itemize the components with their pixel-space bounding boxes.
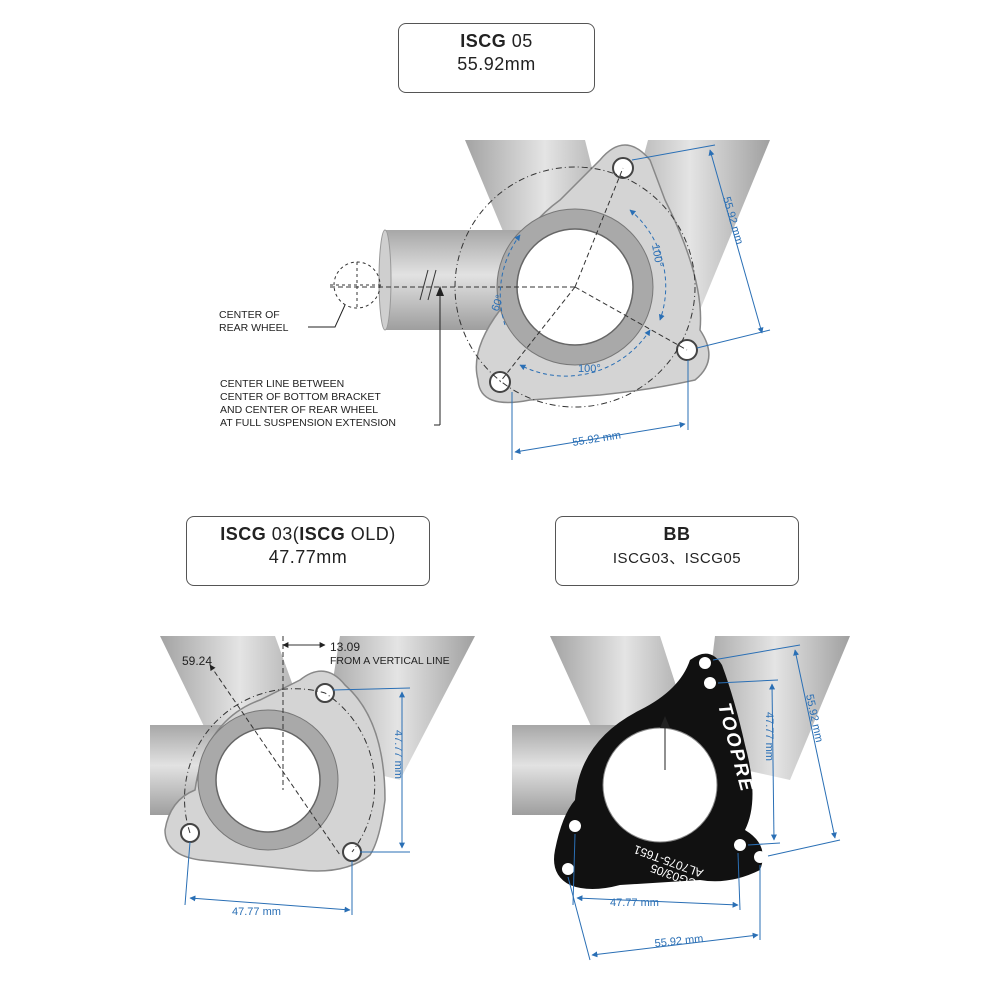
iscg05-bold: ISCG <box>460 31 507 51</box>
iscg03-bold1: ISCG <box>220 524 267 544</box>
top-rear-wheel-line1: CENTER OF <box>219 309 280 321</box>
left-offset-value: 13.09 <box>330 640 360 654</box>
right-hole-left-inner <box>569 820 581 832</box>
bb-diagram: TOOPRE AL7075-T651 ISCG03/05 55.92 mm 47… <box>512 636 850 961</box>
iscg03-bold2: ISCG <box>299 524 346 544</box>
bb-title: BB <box>663 524 691 544</box>
right-hole-top-inner <box>704 677 716 689</box>
left-dim-horizontal-lines <box>184 841 353 915</box>
left-diag-value: 59.24 <box>182 654 212 668</box>
right-hole-left-outer <box>562 863 574 875</box>
top-dim-horizontal-lines <box>511 360 689 460</box>
top-center-line-1: CENTER LINE BETWEEN <box>220 378 344 390</box>
top-angle-left: 60° <box>490 293 507 313</box>
iscg03-mid: 03( <box>266 524 300 544</box>
top-center-line-3: AND CENTER OF REAR WHEEL <box>220 404 378 416</box>
right-dim-outer-horizontal: 55.92 mm <box>654 933 704 950</box>
right-dim-inner-horizontal: 47.77 mm <box>610 897 659 909</box>
iscg05-label-box: ISCG 05 55.92mm <box>398 23 595 93</box>
top-angle-bottom: 100° <box>578 363 601 375</box>
top-angle-right: 100° <box>649 243 665 268</box>
right-dim-outer-horizontal-lines <box>567 865 761 961</box>
left-dim-horizontal: 47.77 mm <box>232 906 281 918</box>
iscg05-diagram: 100° 100° 60° 55.92 mm 55.92 mm CENTER O… <box>219 140 771 460</box>
iscg03-rest: OLD) <box>345 524 396 544</box>
top-chainstay-end <box>378 229 392 331</box>
top-dim-horizontal: 55.92 mm <box>572 429 622 449</box>
left-bb-bore <box>215 727 321 833</box>
left-dim-vertical-lines <box>332 687 411 853</box>
right-dim-inner-vertical-lines <box>717 679 781 846</box>
iscg05-size: 55.92mm <box>457 54 536 74</box>
top-bolt-circle <box>454 166 696 408</box>
top-center-line-4: AT FULL SUSPENSION EXTENSION <box>220 417 396 429</box>
right-dim-inner-vertical: 47.77 mm <box>763 712 775 761</box>
iscg03-label-box: ISCG 03(ISCG OLD) 47.77mm <box>186 516 430 586</box>
iscg03-size: 47.77mm <box>268 547 348 567</box>
top-center-line-2: CENTER OF BOTTOM BRACKET <box>220 391 381 403</box>
right-hole-right-outer <box>754 851 766 863</box>
bb-label-box: BB ISCG03、ISCG05 <box>555 516 799 586</box>
iscg05-num: 05 <box>506 31 533 51</box>
right-dim-inner-horizontal-lines <box>572 833 741 911</box>
left-offset-note: FROM A VERTICAL LINE <box>330 655 450 667</box>
iscg03-diagram: 59.24 13.09 FROM A VERTICAL LINE 47.77 m… <box>150 636 475 918</box>
top-rear-wheel-line2: REAR WHEEL <box>219 322 289 334</box>
bb-sub: ISCG03、ISCG05 <box>612 550 742 567</box>
right-dim-outer-vertical-lines <box>712 644 841 857</box>
left-dim-vertical: 47.77 mm <box>392 730 404 779</box>
top-dim-vertical-lines <box>631 144 771 349</box>
right-hole-top-outer <box>699 657 711 669</box>
left-bolt-arc <box>184 688 376 853</box>
right-bb-bore <box>603 728 717 842</box>
right-hole-right-inner <box>734 839 746 851</box>
